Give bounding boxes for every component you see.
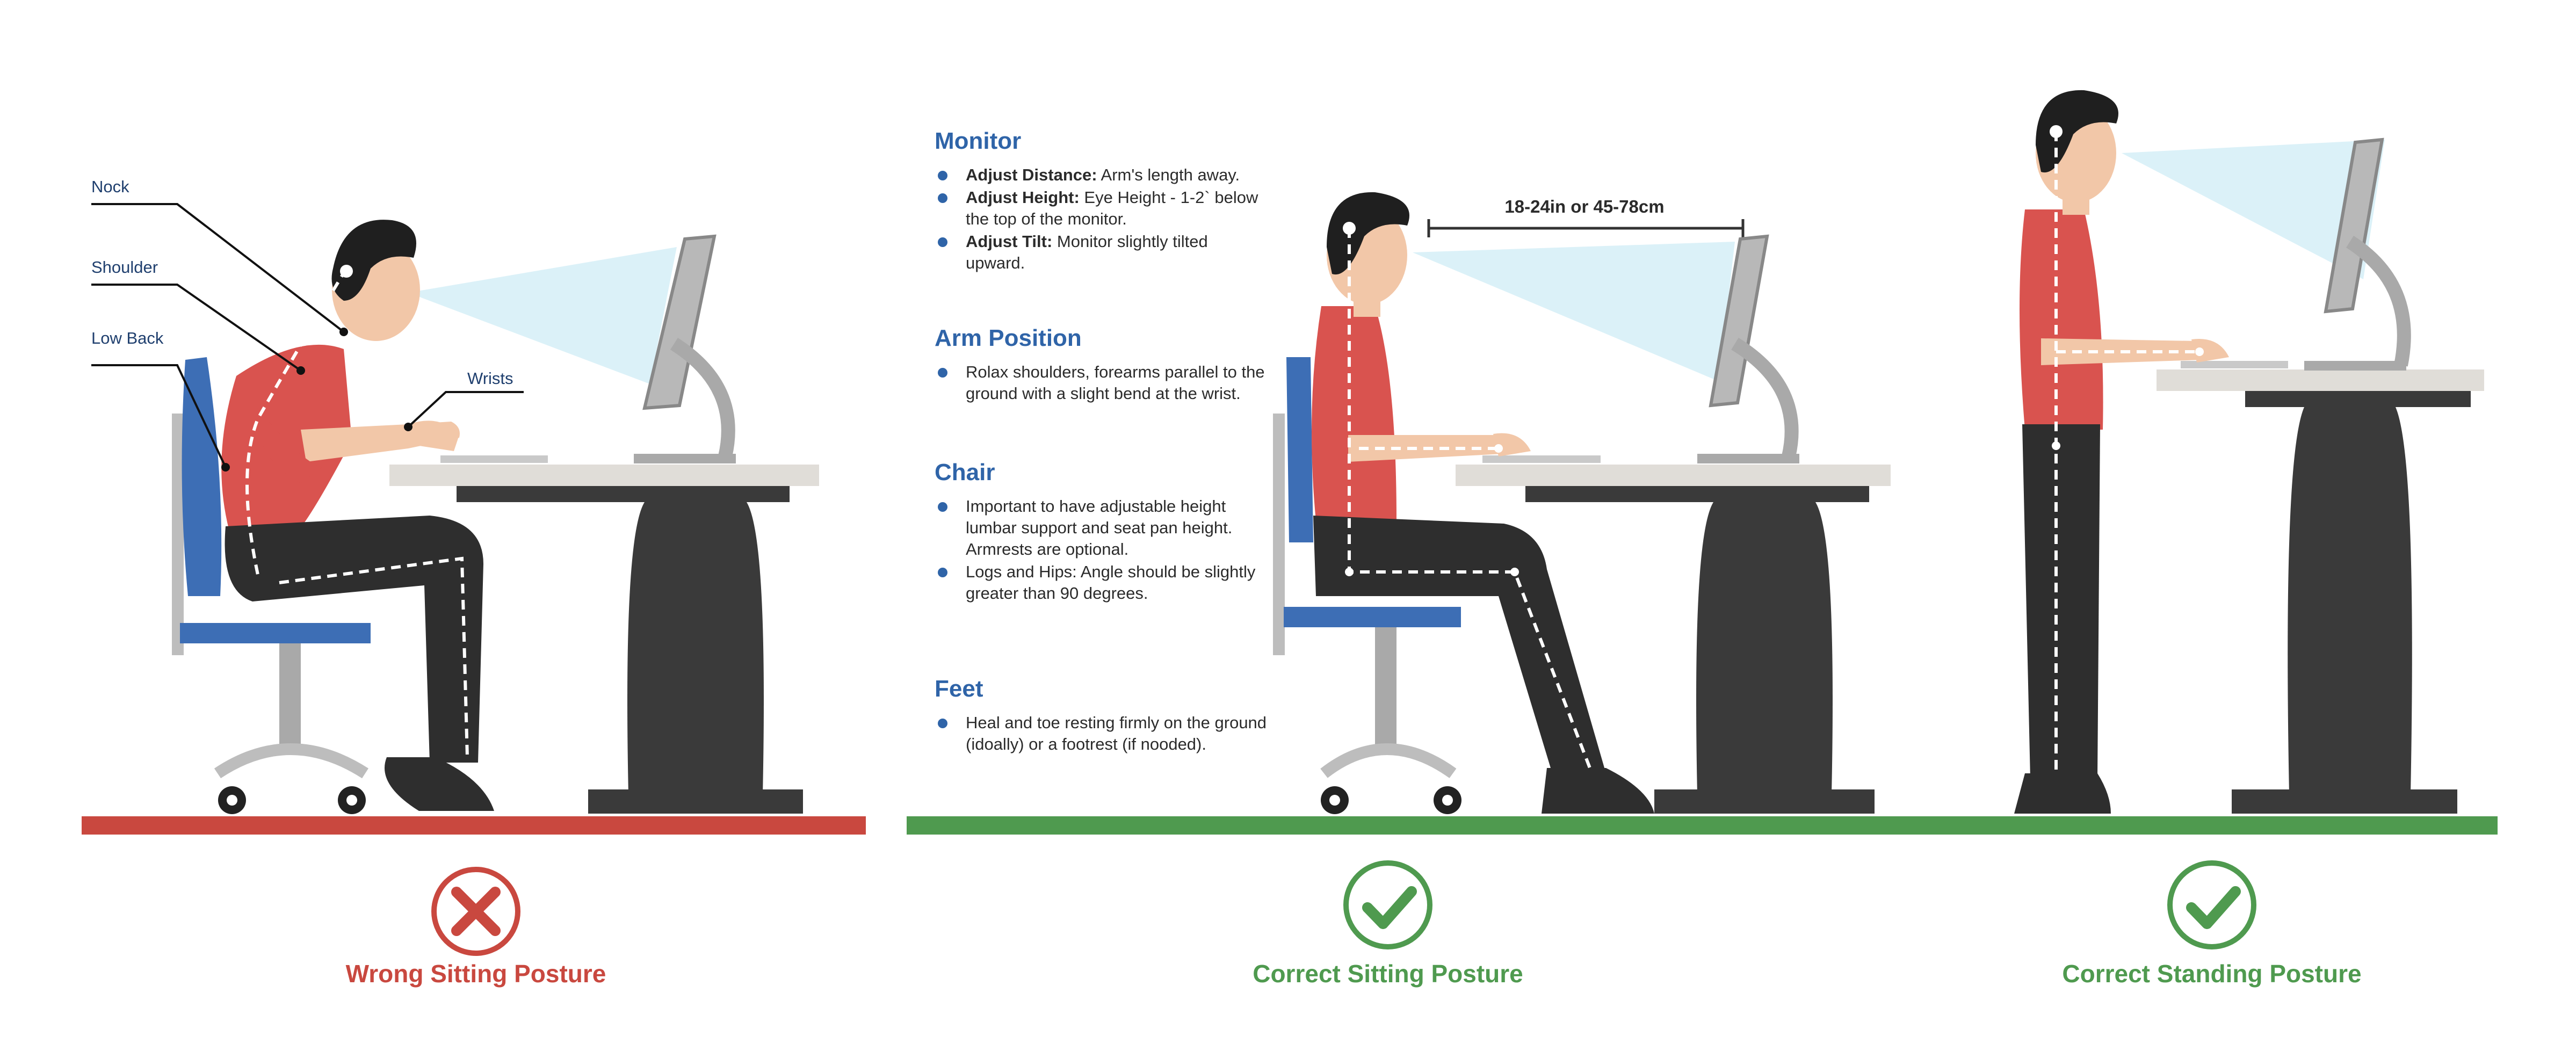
tip-item: Heal and toe resting firmly on the groun… <box>935 712 1268 755</box>
standing-desk-top <box>2157 369 2484 391</box>
wrong-chair-back <box>182 357 222 596</box>
wrong-ground-bar <box>82 816 866 835</box>
tip-item: Adjust Distance: Arm's length away. <box>935 164 1268 186</box>
caption-wrong-sitting: Wrong Sitting Posture <box>345 960 606 988</box>
correct-ground-bar <box>907 816 2498 835</box>
sitting-legs <box>1313 516 1606 773</box>
tip-title: Monitor <box>935 128 1022 154</box>
standing-torso <box>2020 209 2103 430</box>
sitting-desk-leg <box>1713 502 1815 795</box>
callout-wrists: Wrists <box>467 369 513 388</box>
wrong-torso <box>221 344 352 537</box>
callout-shoulder: Shoulder <box>91 258 158 277</box>
standing-monitor <box>2324 137 2384 314</box>
standing-desk-leg <box>2304 407 2396 795</box>
check-icon <box>2167 860 2256 949</box>
x-icon <box>431 867 520 956</box>
tip-title: Arm Position <box>935 325 1082 351</box>
standing-view-cone <box>2122 140 2385 279</box>
tip-chair: Chair Important to have adjustable heigh… <box>935 459 1268 605</box>
correct-sitting-scene <box>1273 192 1891 814</box>
tip-title: Chair <box>935 459 995 485</box>
wrong-legs <box>225 516 483 763</box>
sitting-torso <box>1312 306 1396 521</box>
wrong-sitting-scene <box>91 203 819 814</box>
sitting-chair-seat <box>1284 607 1461 627</box>
sitting-view-cone <box>1413 242 1735 381</box>
caption-correct-standing: Correct Standing Posture <box>2062 960 2362 988</box>
wrong-chair-seat <box>180 623 371 643</box>
tip-item: Rolax shoulders, forearms parallel to th… <box>935 361 1268 404</box>
wrong-desk-leg <box>645 502 747 795</box>
correct-standing-scene <box>2014 90 2484 814</box>
tip-monitor: Monitor Adjust Distance: Arm's length aw… <box>935 128 1268 275</box>
tip-feet: Feet Heal and toe resting firmly on the … <box>935 676 1268 756</box>
wrong-monitor <box>642 234 717 410</box>
wrong-desk-top <box>389 465 819 486</box>
tip-arm-position: Arm Position Rolax shoulders, forearms p… <box>935 325 1268 405</box>
standing-legs <box>2022 424 2100 779</box>
sitting-chair-back <box>1286 357 1313 542</box>
caption-correct-sitting: Correct Sitting Posture <box>1253 960 1523 988</box>
sitting-monitor <box>1709 234 1769 408</box>
tip-item: Adjust Height: Eye Height - 1-2` below t… <box>935 187 1268 230</box>
check-icon <box>1343 860 1432 949</box>
tip-item: Important to have adjustable height lumb… <box>935 496 1268 560</box>
tip-title: Feet <box>935 676 983 702</box>
measurement-label: 18-24in or 45-78cm <box>1504 197 1665 216</box>
sitting-desk-top <box>1456 465 1891 486</box>
callout-low-back: Low Back <box>91 329 164 347</box>
tip-item: Adjust Tilt: Monitor slightly tilted upw… <box>935 231 1268 274</box>
wrong-view-cone <box>408 247 677 384</box>
callout-neck: Nock <box>91 177 129 196</box>
tip-item: Logs and Hips: Angle should be slightly … <box>935 561 1268 604</box>
